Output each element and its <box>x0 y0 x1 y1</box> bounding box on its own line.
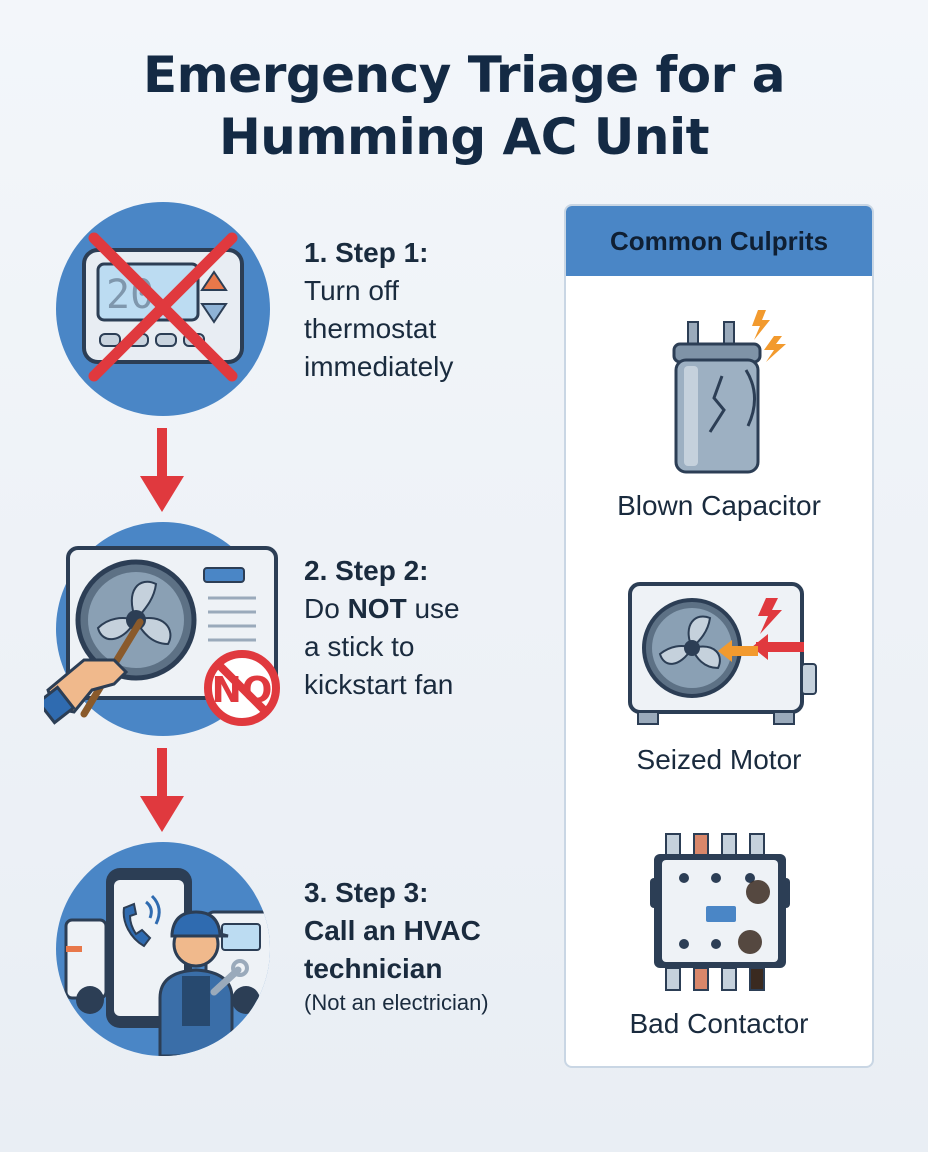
capacitor-icon <box>672 310 786 474</box>
not-emphasis: NOT <box>347 593 407 624</box>
step-1-circle: 20 <box>56 202 270 416</box>
step-1-heading: 1. Step 1: <box>304 237 429 268</box>
step-1-text: 1. Step 1: Turn off thermostat immediate… <box>304 234 453 386</box>
ac-unit-stick-icon: NO <box>44 546 280 726</box>
contactor-icon <box>650 833 790 991</box>
culprit-2-label: Seized Motor <box>636 744 802 775</box>
step-3-circle <box>56 842 270 1056</box>
step-2-line-2: a stick to <box>304 631 415 662</box>
motor-icon <box>628 582 817 725</box>
step-3-line-2: technician <box>304 953 443 984</box>
title-line-2: Humming AC Unit <box>218 108 710 166</box>
culprit-1-label: Blown Capacitor <box>617 490 821 521</box>
title-line-1: Emergency Triage for a <box>143 46 785 104</box>
step-2-line-3: kickstart fan <box>304 669 454 700</box>
step-2-line-1: Do NOT use <box>304 593 460 624</box>
step-2-text: 2. Step 2: Do NOT use a stick to kicksta… <box>304 552 460 704</box>
down-arrow-icon <box>140 428 184 512</box>
step-1-line-1: Turn off <box>304 275 399 306</box>
down-arrow-icon <box>140 748 184 832</box>
step-3-text: 3. Step 3: Call an HVAC technician (Not … <box>304 874 489 1018</box>
page-title: Emergency Triage for a Humming AC Unit <box>0 44 928 168</box>
step-3-note: (Not an electrician) <box>304 990 489 1015</box>
technician-icon <box>64 868 270 1056</box>
culprits-panel: Common Culprits Blown Capacitor Seized M… <box>564 204 874 1068</box>
thermostat-icon: 20 <box>82 232 244 382</box>
culprit-3-label: Bad Contactor <box>629 1008 809 1039</box>
step-3-heading: 3. Step 3: <box>304 877 429 908</box>
culprits-title: Common Culprits <box>566 206 872 276</box>
step-3-line-1: Call an HVAC <box>304 915 481 946</box>
step-2-heading: 2. Step 2: <box>304 555 429 586</box>
step-1-line-3: immediately <box>304 351 454 382</box>
step-1-line-2: thermostat <box>304 313 437 344</box>
